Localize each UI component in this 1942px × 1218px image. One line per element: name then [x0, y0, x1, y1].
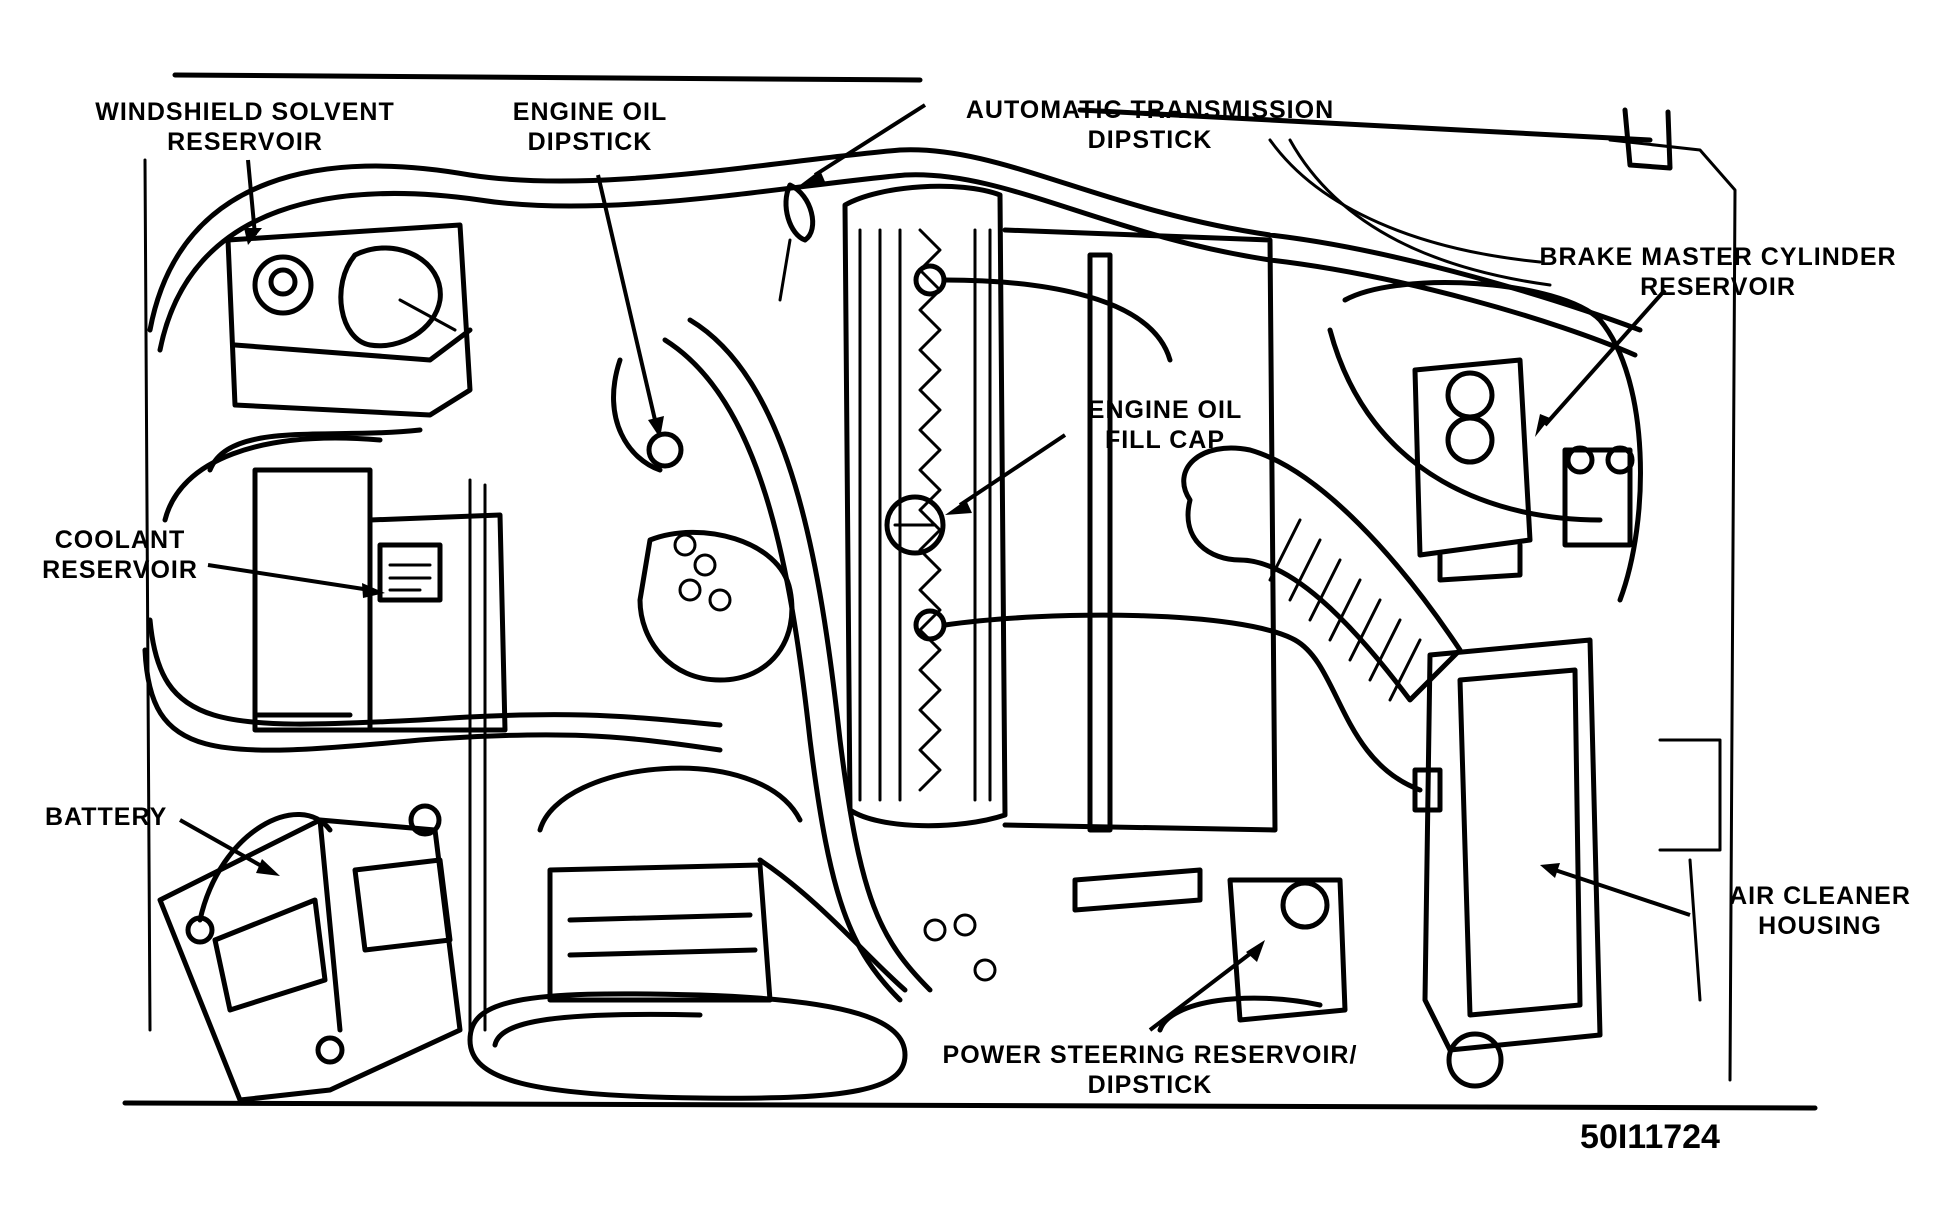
label-brake-master-line1: BRAKE MASTER CYLINDER	[1539, 243, 1896, 271]
label-engine-oil-dipstick-line1: ENGINE OIL	[513, 98, 667, 126]
distributor	[637, 529, 795, 683]
label-power-steering-line2: DIPSTICK	[1088, 1071, 1213, 1099]
label-brake-master-line2: RESERVOIR	[1640, 273, 1796, 301]
label-air-cleaner-line2: HOUSING	[1758, 912, 1882, 940]
label-air-cleaner-line1: AIR CLEANER	[1729, 882, 1911, 910]
label-automatic-transmission-line1: AUTOMATIC TRANSMISSION	[966, 96, 1334, 124]
label-engine-oil-fill-line2: FILL CAP	[1105, 426, 1225, 454]
figure-number: 50I11724	[1580, 1118, 1720, 1156]
power-steering-reservoir	[1157, 877, 1504, 1089]
engine-oil-fill-cap	[884, 494, 946, 556]
engine-line-art	[122, 72, 1818, 1111]
label-engine-oil-dipstick-line2: DIPSTICK	[528, 128, 653, 156]
label-coolant-line2: RESERVOIR	[42, 556, 198, 584]
labels: WINDSHIELD SOLVENT RESERVOIR ENGINE OIL …	[42, 96, 1911, 1156]
label-power-steering-line1: POWER STEERING RESERVOIR/	[943, 1041, 1358, 1069]
label-windshield-solvent-line1: WINDSHIELD SOLVENT	[95, 98, 394, 126]
label-engine-oil-fill-line1: ENGINE OIL	[1088, 396, 1242, 424]
air-cleaner-housing	[1412, 637, 1603, 1053]
windshield-solvent-reservoir	[225, 222, 473, 418]
radiator-hose-assembly	[467, 765, 908, 1101]
label-battery: BATTERY	[45, 803, 167, 831]
coolant-reservoir	[162, 435, 508, 733]
leader-lines	[179, 103, 1691, 1032]
label-automatic-transmission-line2: DIPSTICK	[1088, 126, 1213, 154]
label-coolant-line1: COOLANT	[55, 526, 186, 554]
label-windshield-solvent-line2: RESERVOIR	[167, 128, 323, 156]
battery	[157, 803, 463, 1103]
brake-master-cylinder	[1327, 280, 1643, 603]
